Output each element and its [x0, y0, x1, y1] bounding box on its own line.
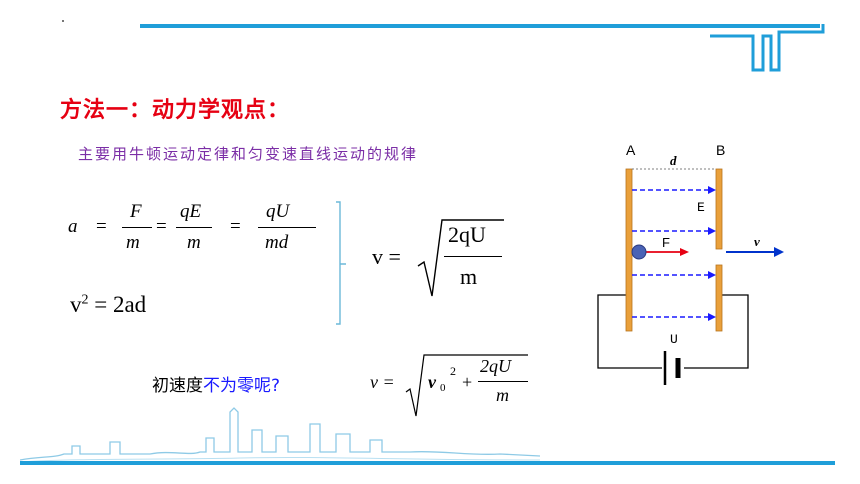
question-text: 初速度不为零呢?: [152, 371, 280, 396]
formula-final-velocity: v = 2qU m: [372, 212, 512, 302]
numerator-qE: qE: [180, 201, 202, 222]
symbol-v: v: [70, 292, 82, 317]
fraction-bar-5: [478, 381, 528, 382]
fraction-bar-4: [444, 256, 502, 257]
page-title: 方法一：动力学观点：: [60, 98, 291, 123]
denominator-m-2: m: [187, 232, 201, 253]
equals-1: =: [96, 216, 107, 237]
city-skyline-decoration: [20, 407, 540, 463]
sqrt-sign-2: [405, 354, 528, 417]
sqrt-sign: [417, 219, 504, 297]
header-corner-icon: [710, 24, 825, 72]
label-voltage: U: [670, 332, 678, 347]
rhs-2ad: = 2ad: [94, 292, 147, 317]
exponent-2-b: 2: [450, 364, 456, 378]
denominator-m-3: m: [460, 264, 478, 289]
footer-line: [20, 461, 835, 465]
lhs-v-equals-2: v =: [370, 372, 395, 392]
label-field: E: [697, 200, 705, 215]
question-plain: 初速度: [152, 376, 203, 396]
charge-particle: [631, 244, 647, 260]
page-subtitle: 主要用牛顿运动定律和匀变速直线运动的规律: [78, 145, 419, 163]
label-plate-b: B: [716, 142, 725, 158]
exponent-2: 2: [81, 292, 89, 308]
dot-mark: [62, 20, 64, 22]
plate-b-lower: [715, 264, 723, 332]
denominator-m-4: m: [496, 385, 509, 405]
formula-nonzero-initial: v = v 0 2 + 2qU m: [370, 352, 540, 422]
force-arrowhead: [680, 248, 689, 256]
subscript-0: 0: [440, 382, 446, 394]
label-force: F: [662, 235, 670, 250]
formula-velocity-squared: v2 = 2ad: [70, 292, 146, 318]
plate-b-upper: [715, 168, 723, 250]
velocity-arrowhead: [774, 247, 784, 257]
label-velocity: v: [754, 234, 760, 249]
label-distance: d: [670, 153, 677, 168]
label-plate-a: A: [626, 142, 636, 158]
numerator-F: F: [130, 201, 142, 222]
equals-3: =: [230, 216, 241, 237]
circuit-wire-right: [684, 294, 749, 369]
numerator-qU: qU: [266, 201, 290, 222]
capacitor-diagram: A B d E F v U: [597, 142, 784, 385]
fraction-bar-1: [122, 227, 152, 228]
plate-a: [625, 168, 633, 332]
header-line: [140, 24, 820, 28]
numerator-2qU: 2qU: [448, 222, 486, 247]
denominator-md: md: [265, 232, 289, 253]
symbol-a: a: [68, 216, 78, 237]
field-lines: [632, 189, 712, 318]
circuit-wire-left: [597, 294, 662, 369]
plus-sign: +: [462, 372, 473, 392]
symbol-v0: v: [428, 372, 436, 392]
equals-2: =: [156, 216, 167, 237]
fraction-bar-3: [258, 227, 316, 228]
denominator-m-1: m: [126, 232, 140, 253]
numerator-2qU-b: 2qU: [480, 356, 511, 376]
lhs-v-equals: v =: [372, 244, 401, 269]
field-arrowheads: [708, 186, 716, 321]
question-highlight: 不为零呢?: [203, 376, 281, 396]
brace-divider: [336, 201, 346, 325]
formula-acceleration: a = F m = qE m = qU md: [60, 198, 330, 258]
fraction-bar-2: [176, 227, 212, 228]
